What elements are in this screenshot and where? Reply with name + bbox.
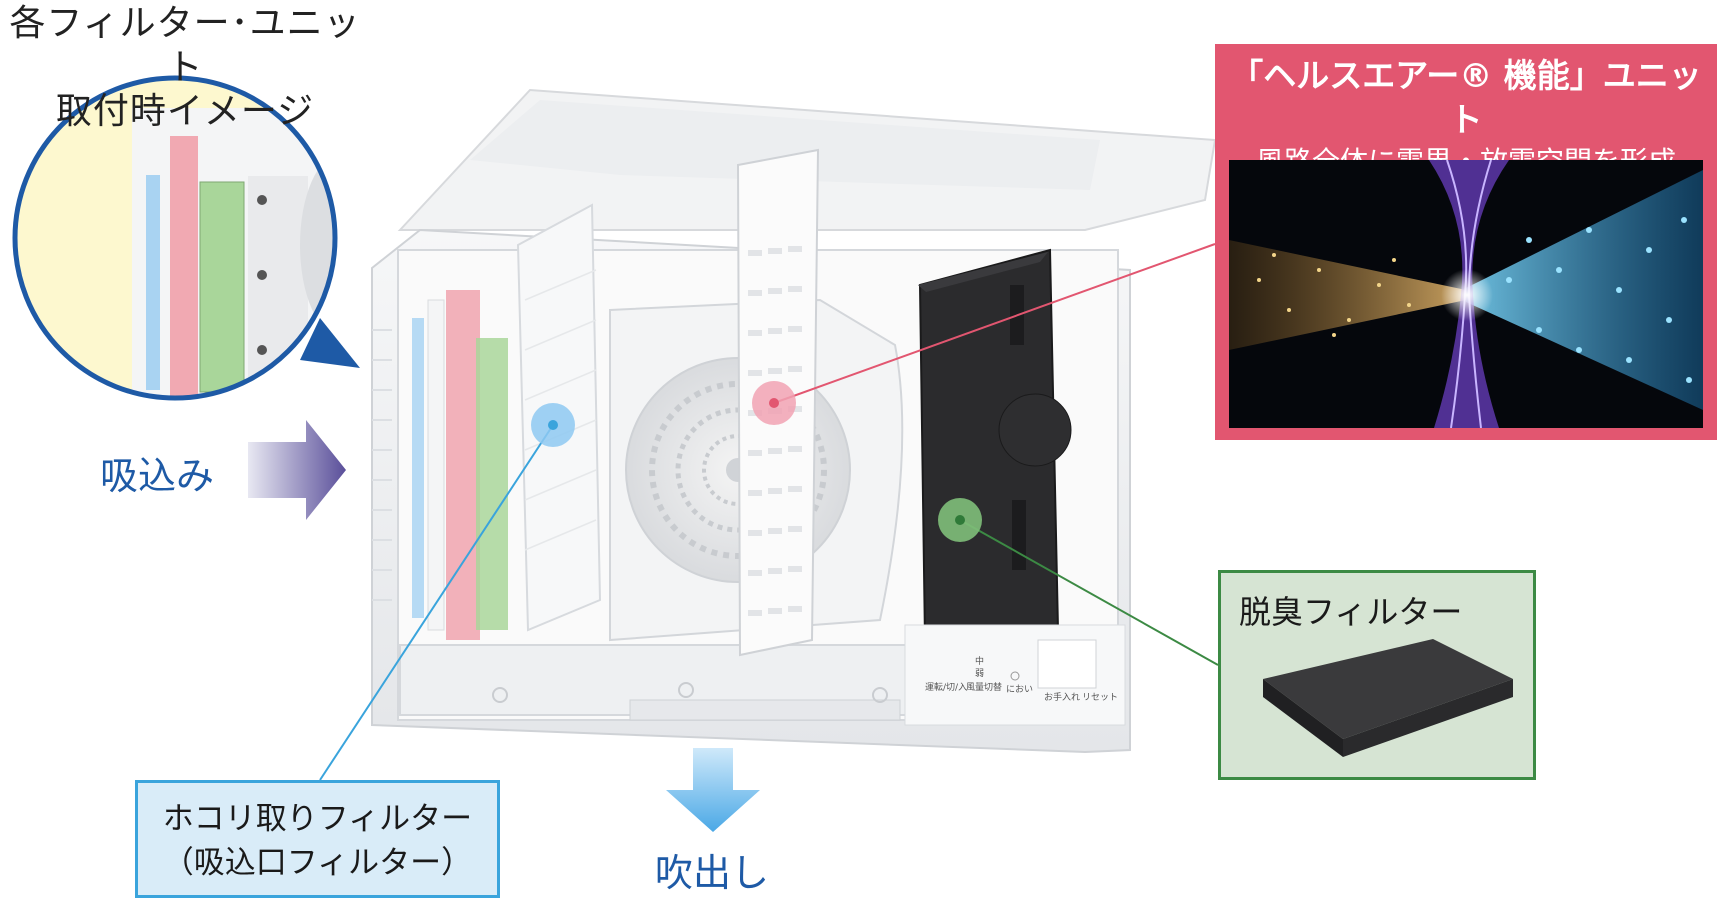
intake-arrow: [248, 420, 346, 520]
panel-run-label: 運転/切/入: [925, 682, 967, 693]
deodorizing-filter-label: 脱臭フィルター: [1239, 593, 1463, 631]
deodorizing-filter-callout: 脱臭フィルター: [1218, 570, 1536, 780]
image-title: 各フィルター･ユニット 取付時イメージ: [0, 2, 370, 134]
panel-fan-label: 風量切替: [966, 681, 1002, 693]
control-panel: 運転/切/入 風量切替 中 弱 におい お手入れ リセット: [904, 624, 1126, 726]
deodorizer-unit-part: [918, 248, 1072, 642]
leader-deo: [959, 519, 1219, 666]
image-title-line1: 各フィルター･ユニット: [9, 3, 361, 88]
dust-filter-sublabel: （吸込口フィルター）: [162, 845, 473, 881]
leader-dust: [319, 424, 554, 781]
dust-filter-callout: ホコリ取りフィルター （吸込口フィルター）: [135, 780, 500, 898]
leader-health: [773, 243, 1216, 404]
dust-filter-label: ホコリ取りフィルター: [162, 801, 473, 837]
panel-odor-label: におい: [1006, 684, 1033, 695]
panel-fan-low: 弱: [975, 668, 984, 679]
health-air-callout: 「ヘルスエアー® 機能」ユニット 風路全体に電界・放電空間を形成: [1215, 44, 1717, 440]
panel-reset-label: リセット: [1082, 692, 1118, 703]
health-air-title: 「ヘルスエアー® 機能」ユニット: [1230, 56, 1702, 139]
electric-field-image: [1229, 160, 1703, 428]
panel-care-label: お手入れ: [1044, 691, 1080, 703]
deodorizing-filter-image: [1263, 639, 1513, 757]
image-title-line2: 取付時イメージ: [55, 91, 315, 132]
outlet-arrow: [666, 748, 760, 832]
outlet-label: 吹出し: [655, 851, 770, 895]
intake-label: 吸込み: [100, 454, 215, 498]
panel-fan-mid: 中: [975, 655, 984, 667]
filter-stack: [412, 290, 508, 640]
